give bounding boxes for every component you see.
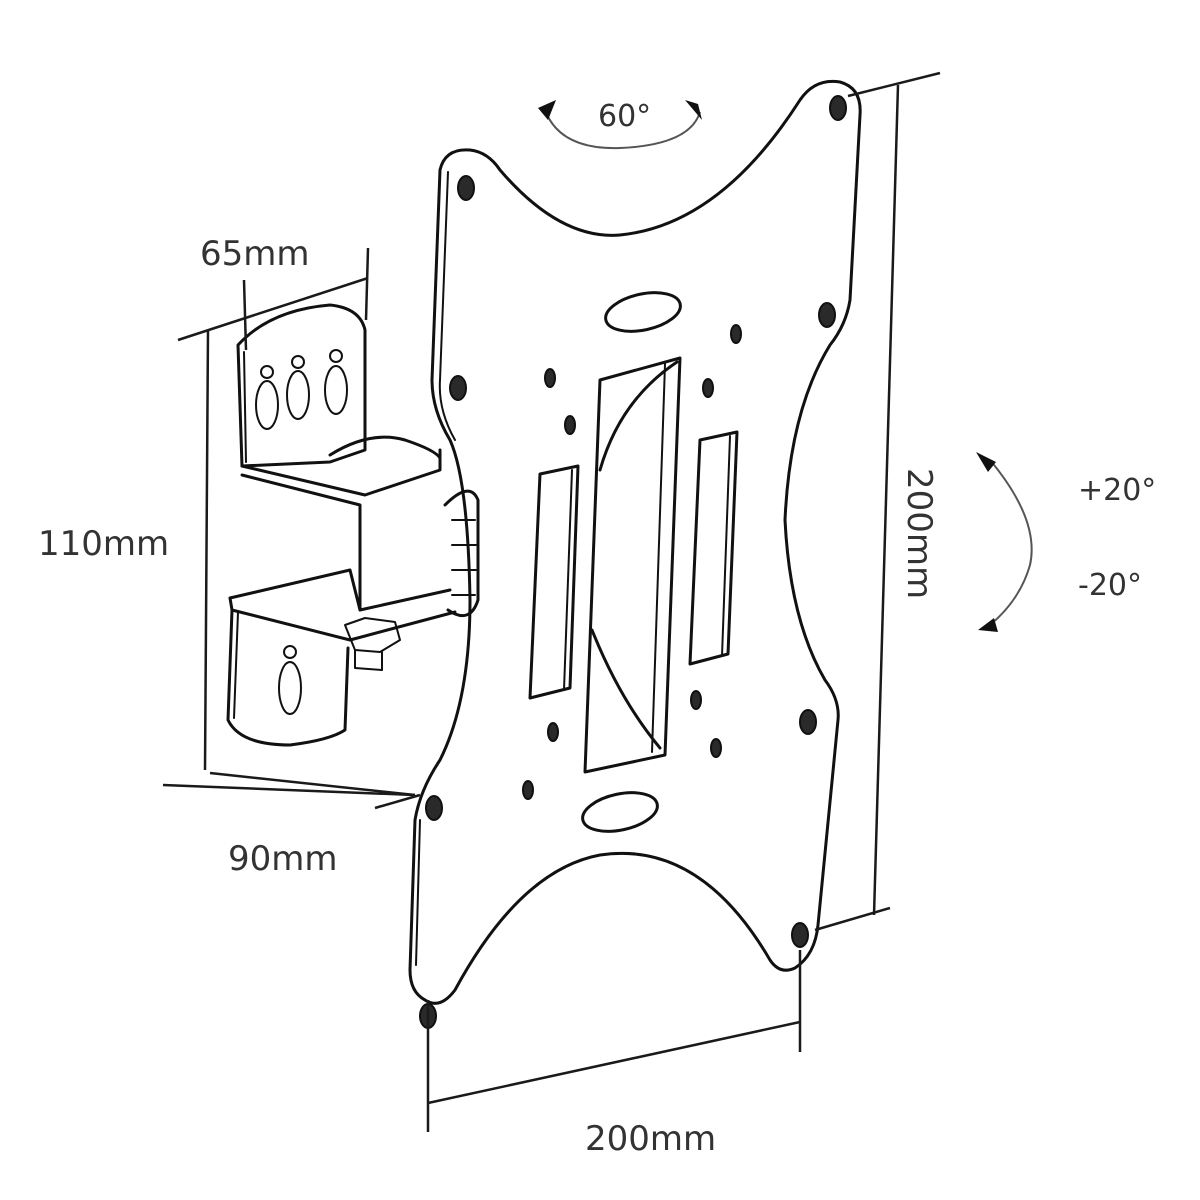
small-hole-icon bbox=[522, 780, 534, 800]
bracket-width-label: 65mm bbox=[200, 234, 310, 274]
keyhole-slot bbox=[278, 661, 302, 715]
oval-slot-bottom bbox=[581, 791, 659, 833]
tilt-down-label: -20° bbox=[1078, 568, 1142, 603]
wall-bracket bbox=[226, 303, 480, 747]
small-hole-icon bbox=[702, 378, 714, 398]
hole-icon bbox=[791, 922, 809, 948]
arrow-up-icon bbox=[976, 452, 996, 472]
hole-icon bbox=[449, 375, 467, 401]
oval-slot-top bbox=[604, 291, 682, 333]
small-hole-icon bbox=[710, 738, 722, 758]
hole-icon bbox=[829, 95, 847, 121]
plate-holes bbox=[419, 95, 847, 1029]
arrow-left-icon bbox=[538, 100, 556, 120]
plate-slots bbox=[528, 356, 739, 774]
bracket-height-label: 110mm bbox=[38, 524, 169, 564]
arrow-down-icon bbox=[978, 618, 998, 632]
small-hole-icon bbox=[564, 415, 576, 435]
swivel-indicator bbox=[538, 100, 702, 150]
small-hole-icon bbox=[547, 722, 559, 742]
vesa-height-label: 200mm bbox=[899, 468, 939, 599]
vesa-width-label: 200mm bbox=[585, 1119, 716, 1159]
arrow-right-icon bbox=[685, 100, 702, 120]
hole-icon bbox=[799, 709, 817, 735]
tilt-indicator bbox=[976, 452, 1033, 632]
dimension-lines bbox=[162, 71, 941, 1132]
hole-icon bbox=[425, 795, 443, 821]
hole-icon bbox=[457, 175, 475, 201]
small-hole-icon bbox=[730, 324, 742, 344]
swivel-angle-label: 60° bbox=[598, 99, 651, 134]
hole-icon bbox=[818, 302, 836, 328]
keyhole-slots bbox=[255, 349, 348, 430]
arm-depth-label: 90mm bbox=[228, 839, 338, 879]
small-hole-icon bbox=[544, 368, 556, 388]
small-hole-icon bbox=[690, 690, 702, 710]
tilt-up-label: +20° bbox=[1078, 473, 1156, 508]
